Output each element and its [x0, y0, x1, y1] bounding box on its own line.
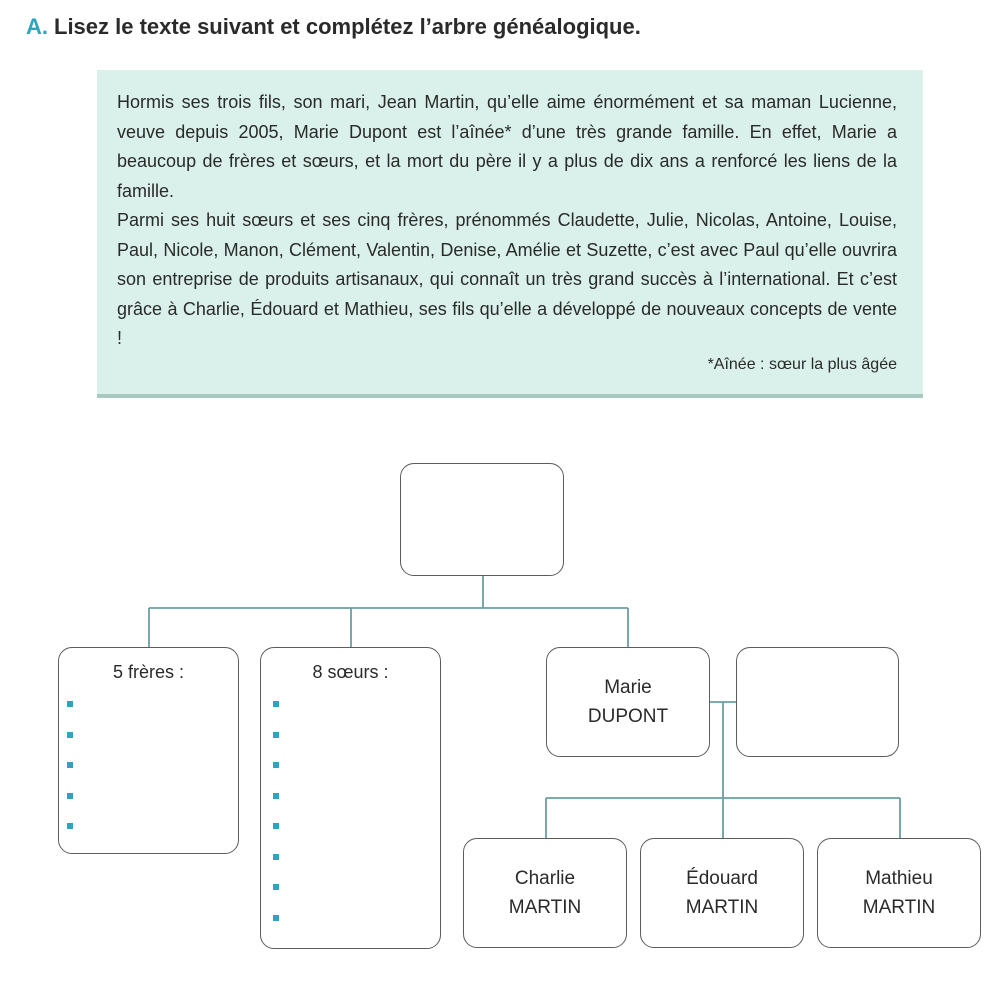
square-bullet-icon: [67, 701, 73, 707]
last-name: MARTIN: [685, 897, 759, 918]
last-name: MARTIN: [862, 897, 936, 918]
first-name: Mathieu: [865, 868, 933, 889]
first-name: Charlie: [514, 868, 576, 889]
list-item[interactable]: [67, 786, 73, 817]
square-bullet-icon: [273, 792, 279, 799]
list-item[interactable]: [273, 877, 279, 908]
list-item[interactable]: [67, 816, 73, 847]
person-name: Édouard MARTIN: [686, 864, 758, 922]
marie-dupont-box: Marie DUPONT: [546, 647, 710, 757]
last-name: MARTIN: [508, 897, 582, 918]
brothers-bullet-list: [67, 694, 73, 847]
sisters-box[interactable]: 8 sœurs :: [260, 647, 441, 949]
first-name: Marie: [604, 677, 652, 698]
square-bullet-icon: [273, 701, 279, 707]
list-item[interactable]: [67, 755, 73, 786]
person-name: Charlie MARTIN: [509, 864, 581, 922]
brothers-label: 5 frères :: [112, 662, 185, 682]
square-bullet-icon: [67, 731, 73, 738]
child-box-mathieu: Mathieu MARTIN: [817, 838, 981, 948]
list-item[interactable]: [273, 847, 279, 878]
list-item[interactable]: [67, 725, 73, 756]
child-box-edouard: Édouard MARTIN: [640, 838, 804, 948]
first-name: Édouard: [686, 868, 758, 889]
square-bullet-icon: [273, 853, 279, 860]
mother-box-empty[interactable]: [400, 463, 564, 576]
square-bullet-icon: [273, 914, 279, 921]
square-bullet-icon: [273, 762, 279, 768]
sisters-bullet-list: [273, 694, 279, 938]
reading-passage: Hormis ses trois fils, son mari, Jean Ma…: [97, 70, 923, 398]
square-bullet-icon: [67, 792, 73, 799]
list-item[interactable]: [273, 725, 279, 756]
square-bullet-icon: [273, 823, 279, 829]
square-bullet-icon: [273, 731, 279, 738]
passage-paragraph-2: Parmi ses huit sœurs et ses cinq frères,…: [117, 210, 897, 348]
exercise-heading: A.Lisez le texte suivant et complétez l’…: [26, 14, 641, 40]
last-name: DUPONT: [587, 706, 669, 727]
person-name: Marie DUPONT: [588, 673, 668, 731]
child-box-charlie: Charlie MARTIN: [463, 838, 627, 948]
passage-footnote: *Aînée : sœur la plus âgée: [707, 355, 897, 373]
passage-paragraph-1: Hormis ses trois fils, son mari, Jean Ma…: [117, 92, 897, 201]
exercise-letter: A.: [26, 14, 48, 39]
list-item[interactable]: [273, 694, 279, 725]
list-item[interactable]: [273, 786, 279, 817]
person-name: Mathieu MARTIN: [863, 864, 935, 922]
list-item[interactable]: [273, 908, 279, 939]
square-bullet-icon: [67, 823, 73, 829]
husband-box-empty[interactable]: [736, 647, 899, 757]
brothers-box[interactable]: 5 frères :: [58, 647, 239, 854]
square-bullet-icon: [67, 762, 73, 768]
sisters-label: 8 sœurs :: [312, 662, 389, 682]
list-item[interactable]: [273, 816, 279, 847]
exercise-instruction: Lisez le texte suivant et complétez l’ar…: [54, 14, 641, 39]
list-item[interactable]: [273, 755, 279, 786]
square-bullet-icon: [273, 884, 279, 890]
list-item[interactable]: [67, 694, 73, 725]
